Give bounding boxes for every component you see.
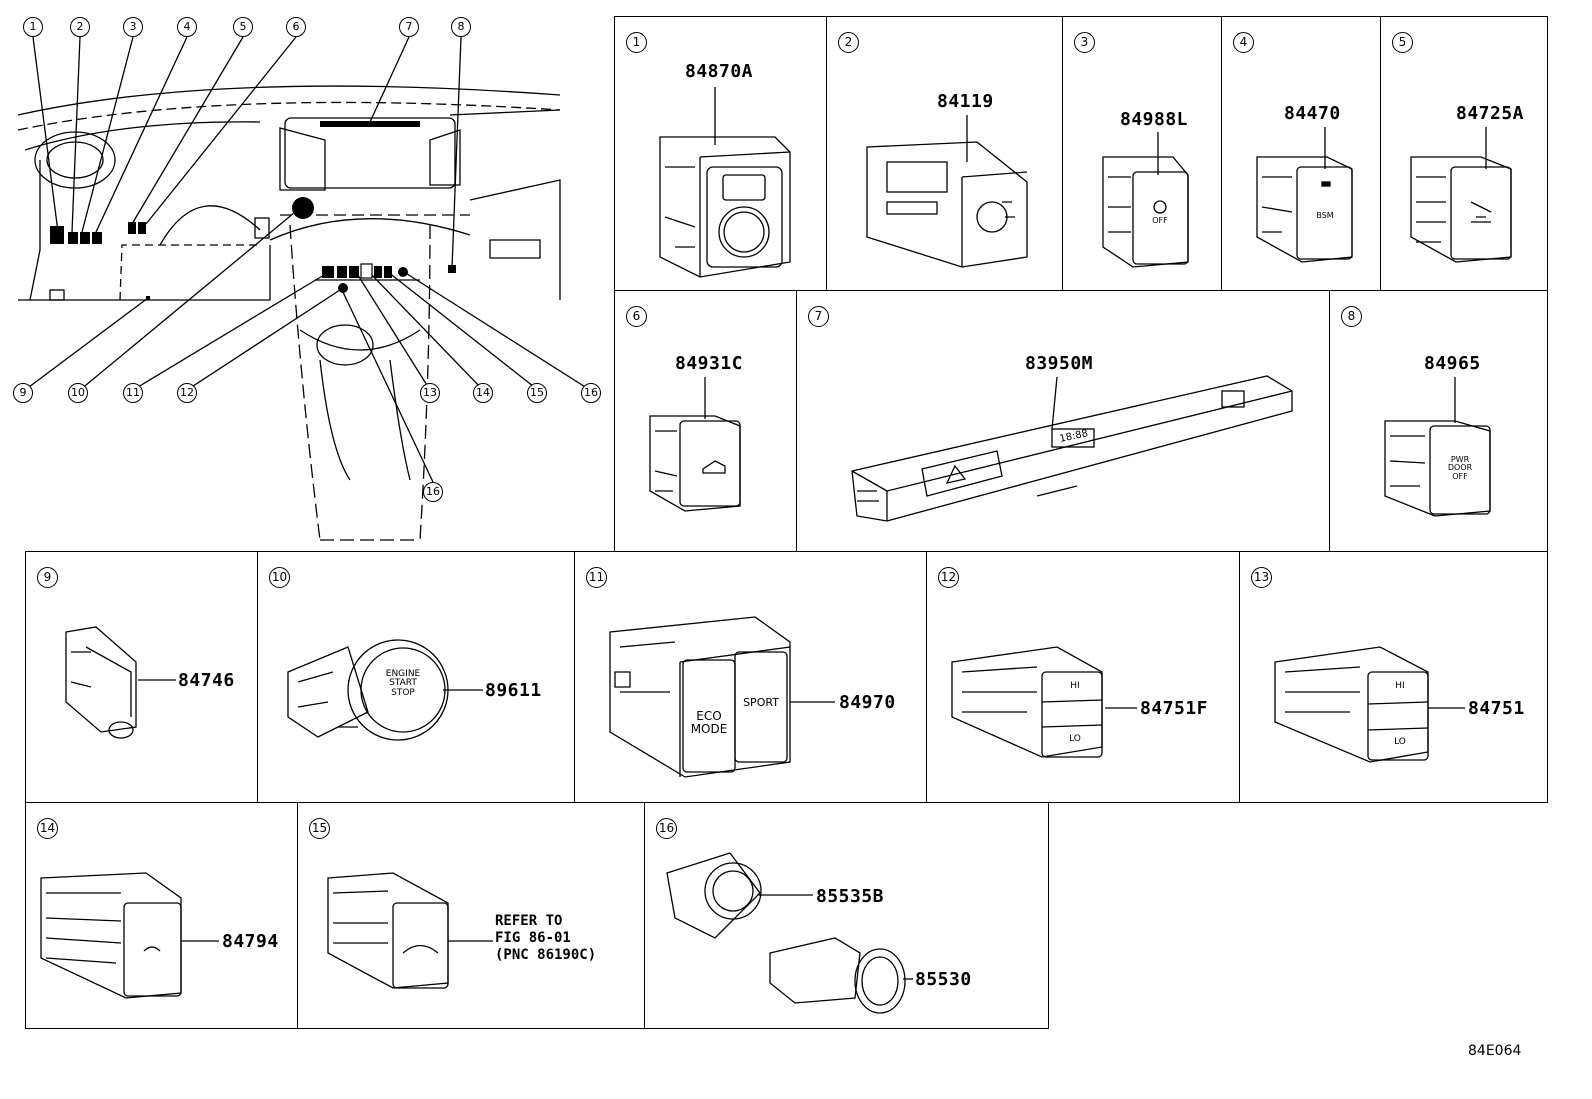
panel-callout: 11	[586, 567, 607, 588]
panel-2: 2 84119	[826, 16, 1063, 291]
back-door-switch-drawing	[649, 377, 741, 512]
back-door-opener-drawing	[327, 872, 493, 989]
sport-label: SPORT	[743, 696, 779, 709]
overview-callout-10: 10	[68, 383, 88, 403]
overview-callout-5: 5	[233, 17, 253, 37]
panel-callout: 16	[656, 818, 677, 839]
panel-callout: 7	[808, 306, 829, 327]
overview-callout-16: 16	[581, 383, 601, 403]
panel-callout: 9	[37, 567, 58, 588]
eco-sport-switch-drawing	[609, 616, 835, 778]
part-number: 84970	[839, 692, 896, 713]
part-number: 84751F	[1140, 698, 1209, 719]
panel-16: 16 85535B 85530	[644, 802, 1049, 1029]
panel-11: 11 84970 ECO MODE SPORT	[574, 551, 927, 803]
overview-callout-1: 1	[23, 17, 43, 37]
power-door-switch-drawing	[1384, 377, 1491, 517]
panel-1: 1 84870A	[614, 16, 827, 291]
part-number: 84751	[1468, 698, 1525, 719]
panel-10: 10 89611 ENGINE START STOP	[257, 551, 575, 803]
panel-callout: 6	[626, 306, 647, 327]
part-number-lower: 85530	[915, 969, 972, 990]
drive-mode-switch-drawing	[1410, 127, 1512, 263]
defogger-switch-drawing	[40, 872, 219, 999]
panel-12: 12 84751F HI LO	[926, 551, 1240, 803]
panel-callout: 5	[1392, 32, 1413, 53]
lo-label: LO	[1394, 737, 1406, 747]
part-number: 84794	[222, 931, 279, 952]
part-number: 84965	[1424, 353, 1481, 374]
overview-callout-8: 8	[451, 17, 471, 37]
panel-callout: 14	[37, 818, 58, 839]
part-number: 89611	[485, 680, 542, 701]
panel-5: 5 84725A	[1380, 16, 1548, 291]
panel-callout: 1	[626, 32, 647, 53]
start-stop-label: ENGINE START STOP	[385, 669, 421, 698]
panel-13: 13 84751 HI LO	[1239, 551, 1548, 803]
panel-15: 15 REFER TO FIG 86-01 (PNC 86190C)	[297, 802, 645, 1029]
overview-callout-14: 14	[473, 383, 493, 403]
panel-3: 3 84988L OFF	[1062, 16, 1222, 291]
overview-callout-13: 13	[420, 383, 440, 403]
panel-callout: 4	[1233, 32, 1254, 53]
overview-callout-4: 4	[177, 17, 197, 37]
start-stop-button-drawing	[287, 639, 483, 741]
part-number: 84119	[937, 91, 994, 112]
overview-callout-2: 2	[70, 17, 90, 37]
part-number: 84870A	[685, 61, 754, 82]
vsc-off-switch-drawing	[1102, 132, 1189, 268]
dashboard-drawing	[17, 36, 591, 541]
panel-6: 6 84931C	[614, 290, 797, 552]
panel-callout: 8	[1341, 306, 1362, 327]
part-number: 85535B	[816, 886, 885, 907]
panel-callout: 3	[1074, 32, 1095, 53]
panel-callout: 12	[938, 567, 959, 588]
hi-label: HI	[1395, 681, 1405, 691]
reference-note: REFER TO FIG 86-01 (PNC 86190C)	[495, 913, 597, 963]
pwr-door-off-label: PWR DOOR OFF	[1447, 455, 1473, 481]
hazard-clock-panel-drawing	[851, 375, 1293, 522]
part-number: 83950M	[1025, 353, 1094, 374]
panel-9: 9 84746	[25, 551, 258, 803]
overview-callout-7: 7	[399, 17, 419, 37]
panel-callout: 15	[309, 818, 330, 839]
overview-callout-3: 3	[123, 17, 143, 37]
bsm-label: BSM	[1316, 211, 1334, 220]
part-number: 84931C	[675, 353, 744, 374]
overview-callout-12: 12	[177, 383, 197, 403]
panel-7: 7 83950M 18:88	[796, 290, 1330, 552]
usb-socket-drawing	[65, 626, 176, 739]
part-number: 84725A	[1456, 103, 1525, 124]
dimmer-switch-drawing	[866, 115, 1028, 268]
panel-callout: 10	[269, 567, 290, 588]
lo-label: LO	[1069, 734, 1081, 744]
overview-callout-9: 9	[13, 383, 33, 403]
panel-14: 14 84794	[25, 802, 298, 1029]
seat-heater-switch-drawing	[1274, 646, 1465, 763]
panel-callout: 2	[838, 32, 859, 53]
eco-mode-label: ECO MODE	[690, 709, 728, 736]
vsc-off-label: OFF	[1152, 216, 1168, 225]
seat-heater-switch-drawing	[951, 646, 1137, 758]
power-outlet-drawing	[666, 852, 913, 1014]
figure-reference: 84E064	[1468, 1043, 1522, 1059]
hi-label: HI	[1070, 681, 1080, 691]
overview-callout-6: 6	[286, 17, 306, 37]
overview-callout-16-lower: 16	[423, 482, 443, 502]
overview-callout-15: 15	[527, 383, 547, 403]
overview-callout-11: 11	[123, 383, 143, 403]
part-number: 84470	[1284, 103, 1341, 124]
part-number: 84746	[178, 670, 235, 691]
panel-4: 4 84470 BSM	[1221, 16, 1381, 291]
panel-8: 8 84965 PWR DOOR OFF	[1329, 290, 1548, 552]
mirror-switch-drawing	[659, 87, 791, 278]
panel-callout: 13	[1251, 567, 1272, 588]
part-number: 84988L	[1120, 109, 1189, 130]
bsm-switch-drawing	[1256, 127, 1353, 263]
